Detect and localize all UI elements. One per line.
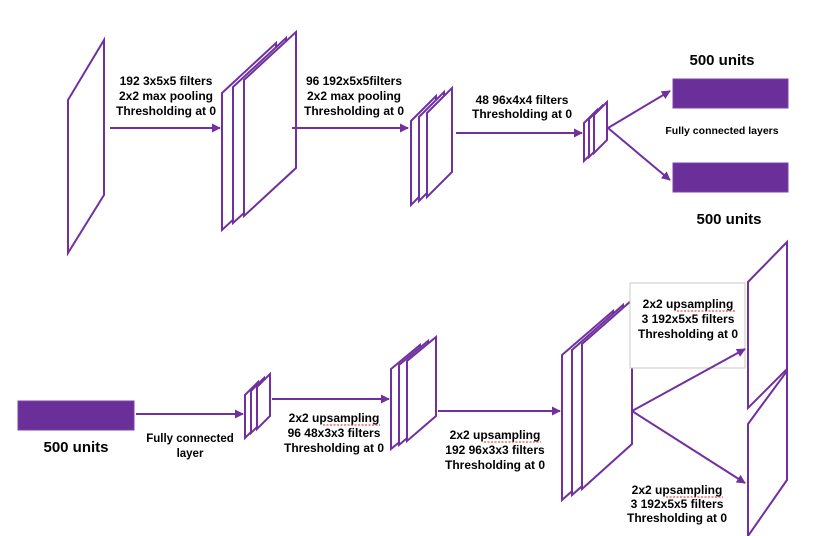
conv1-feature-map-3 (243, 29, 297, 219)
fc-units-bar-top (672, 78, 789, 109)
up2-line-2: 192 96x3x3 filters (445, 443, 545, 457)
up3a-line-3: Thresholding at 0 (638, 327, 738, 341)
up2-feature-map-3 (581, 297, 633, 492)
decoder-fc-line-2: layer (177, 448, 204, 460)
up3a-line-2: 3 192x5x5 filters (642, 312, 735, 326)
up3-arrow-bottom (631, 410, 746, 484)
up3a-line-1: 2x2 upsampling (643, 297, 734, 311)
fc-arrow-bottom (607, 127, 671, 181)
units-label-bottom: 500 units (696, 211, 761, 228)
conv2-feature-map-3 (426, 85, 453, 200)
fc-layers-label: Fully connected layers (665, 125, 778, 137)
decoder-fc-line-1: Fully connected (146, 433, 234, 445)
up2-line-1: 2x2 upsampling (450, 428, 541, 442)
conv1-line-1: 192 3x5x5 filters (120, 74, 213, 88)
conv2-line-2: 2x2 max pooling (307, 89, 401, 103)
decoder-units-bar (17, 400, 135, 431)
conv1-line-2: 2x2 max pooling (119, 89, 213, 103)
input-image-plane (67, 36, 105, 257)
up1-line-3: Thresholding at 0 (284, 441, 384, 455)
up3a-label-box (629, 282, 746, 369)
units-label-top: 500 units (689, 52, 754, 69)
up3b-line-3: Thresholding at 0 (627, 511, 727, 525)
up3b-line-1: 2x2 upsampling (632, 483, 723, 497)
up1-line-2: 96 48x3x3 filters (288, 426, 381, 440)
output-image-plane-bottom (747, 367, 788, 536)
decoder-fc-map-3 (256, 371, 271, 432)
conv3-feature-map-3 (593, 99, 608, 156)
decoder-units-label: 500 units (43, 439, 108, 456)
up3-arrow-top (631, 348, 746, 412)
conv3-line-2: Thresholding at 0 (472, 107, 572, 121)
up1-line-1: 2x2 upsampling (289, 411, 380, 425)
output-image-plane-top (747, 239, 788, 411)
fc-arrow-top (607, 90, 671, 129)
conv2-line-1: 96 192x5x5filters (306, 74, 402, 88)
conv2-line-3: Thresholding at 0 (304, 104, 404, 118)
conv3-line-1: 48 96x4x4 filters (476, 93, 569, 107)
up3b-line-2: 3 192x5x5 filters (631, 497, 724, 511)
up2-line-3: Thresholding at 0 (445, 458, 545, 472)
conv1-line-3: Thresholding at 0 (116, 104, 216, 118)
fc-units-bar-bottom (672, 162, 789, 193)
up1-feature-map-3 (406, 334, 437, 444)
